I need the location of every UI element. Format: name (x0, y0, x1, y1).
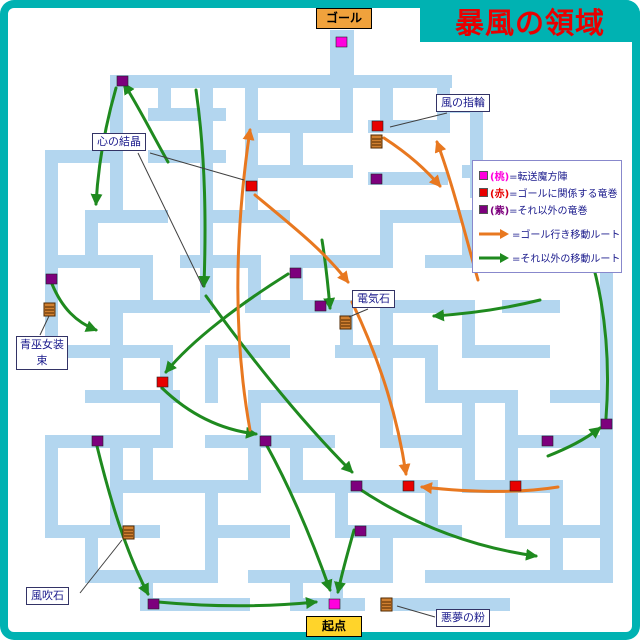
other-route (264, 442, 333, 592)
other-route (356, 486, 538, 561)
label-nightmare-powder: 悪夢の粉 (436, 609, 490, 627)
legend-row-goal-route: =ゴール行き移動ルート (479, 226, 620, 241)
wind-stone-item-icon (122, 525, 135, 540)
other-tornado-marker (354, 525, 367, 537)
goal-tornado-marker (245, 180, 258, 192)
other-route (94, 440, 150, 596)
teleport-marker (335, 36, 348, 48)
goal-tornado-marker (509, 480, 522, 492)
maze-corridors (45, 30, 615, 611)
label-heart-crystal: 心の結晶 (92, 133, 146, 151)
goal-route-arrows (236, 128, 560, 495)
other-route (334, 528, 356, 594)
legend-color-word: (紫) (490, 206, 510, 217)
other-tornado-marker (350, 480, 363, 492)
other-tornado-marker (147, 598, 160, 610)
legend-row-goal-tornado: (赤) =ゴールに関係する竜巻 (479, 185, 618, 200)
label-wind-ring: 風の指輪 (436, 94, 490, 112)
other-tornado-marker (541, 435, 554, 447)
wind-ring-item-icon (370, 134, 383, 149)
legend-row-other-route: =それ以外の移動ルート (479, 250, 620, 265)
priestess-garb-item-icon (43, 302, 56, 317)
legend-row-teleport: (桃) =転送魔方陣 (479, 168, 615, 183)
goal-tornado-marker (371, 120, 384, 132)
item-icons (43, 134, 393, 612)
other-tornado-marker (370, 173, 383, 185)
goal-tag: ゴール (316, 8, 372, 29)
callout-lines (39, 112, 448, 618)
goal-tornado-swatch-icon (479, 188, 488, 197)
other-tornado-marker (600, 418, 613, 430)
goal-route (420, 482, 560, 495)
legend-text: =それ以外の竜巻 (509, 206, 588, 217)
label-electric-stone: 電気石 (352, 290, 395, 308)
other-route (164, 272, 290, 374)
goal-tornado-marker (402, 480, 415, 492)
goal-route (236, 128, 255, 432)
other-tornado-marker (259, 435, 272, 447)
legend-row-other-tornado: (紫) =それ以外の竜巻 (479, 202, 615, 217)
goal-route-arrow-icon (479, 228, 509, 239)
label-priestess-garb: 青巫女装束 (16, 336, 68, 370)
other-route-arrows (50, 82, 609, 609)
other-route (156, 597, 318, 609)
other-route (194, 88, 211, 288)
start-tag: 起点 (306, 616, 362, 637)
other-tornado-marker (45, 273, 58, 285)
legend: (桃) =転送魔方陣 (赤) =ゴールに関係する竜巻 (紫) =それ以外の竜巻 … (472, 160, 622, 273)
legend-color-word: (赤) (490, 189, 510, 200)
other-route (122, 82, 170, 164)
other-tornado-marker (289, 267, 302, 279)
goal-route (253, 193, 350, 284)
other-route (160, 386, 258, 439)
legend-text: =転送魔方陣 (509, 172, 568, 183)
other-tornado-marker (314, 300, 327, 312)
electric-stone-item-icon (339, 315, 352, 330)
other-route (50, 282, 98, 332)
other-route (546, 426, 602, 458)
label-wind-stone: 風吹石 (26, 587, 69, 605)
other-route (204, 294, 354, 474)
teleport-swatch-icon (479, 171, 488, 180)
page-title: 暴風の領域 (420, 0, 640, 42)
other-tornado-marker (91, 435, 104, 447)
other-tornado-swatch-icon (479, 205, 488, 214)
legend-text: =ゴールに関係する竜巻 (509, 189, 618, 200)
other-route-arrow-icon (479, 252, 509, 263)
goal-tornado-marker (156, 376, 169, 388)
legend-text: =ゴール行き移動ルート (512, 230, 621, 241)
other-route (432, 298, 542, 322)
goal-route (350, 300, 411, 476)
other-tornado-marker (116, 75, 129, 87)
goal-route (382, 136, 442, 188)
map-markers (45, 36, 613, 610)
legend-text: =それ以外の移動ルート (512, 254, 621, 265)
other-route (320, 238, 336, 310)
nightmare-powder-item-icon (380, 597, 393, 612)
legend-color-word: (桃) (490, 172, 510, 183)
teleport-marker (328, 598, 341, 610)
